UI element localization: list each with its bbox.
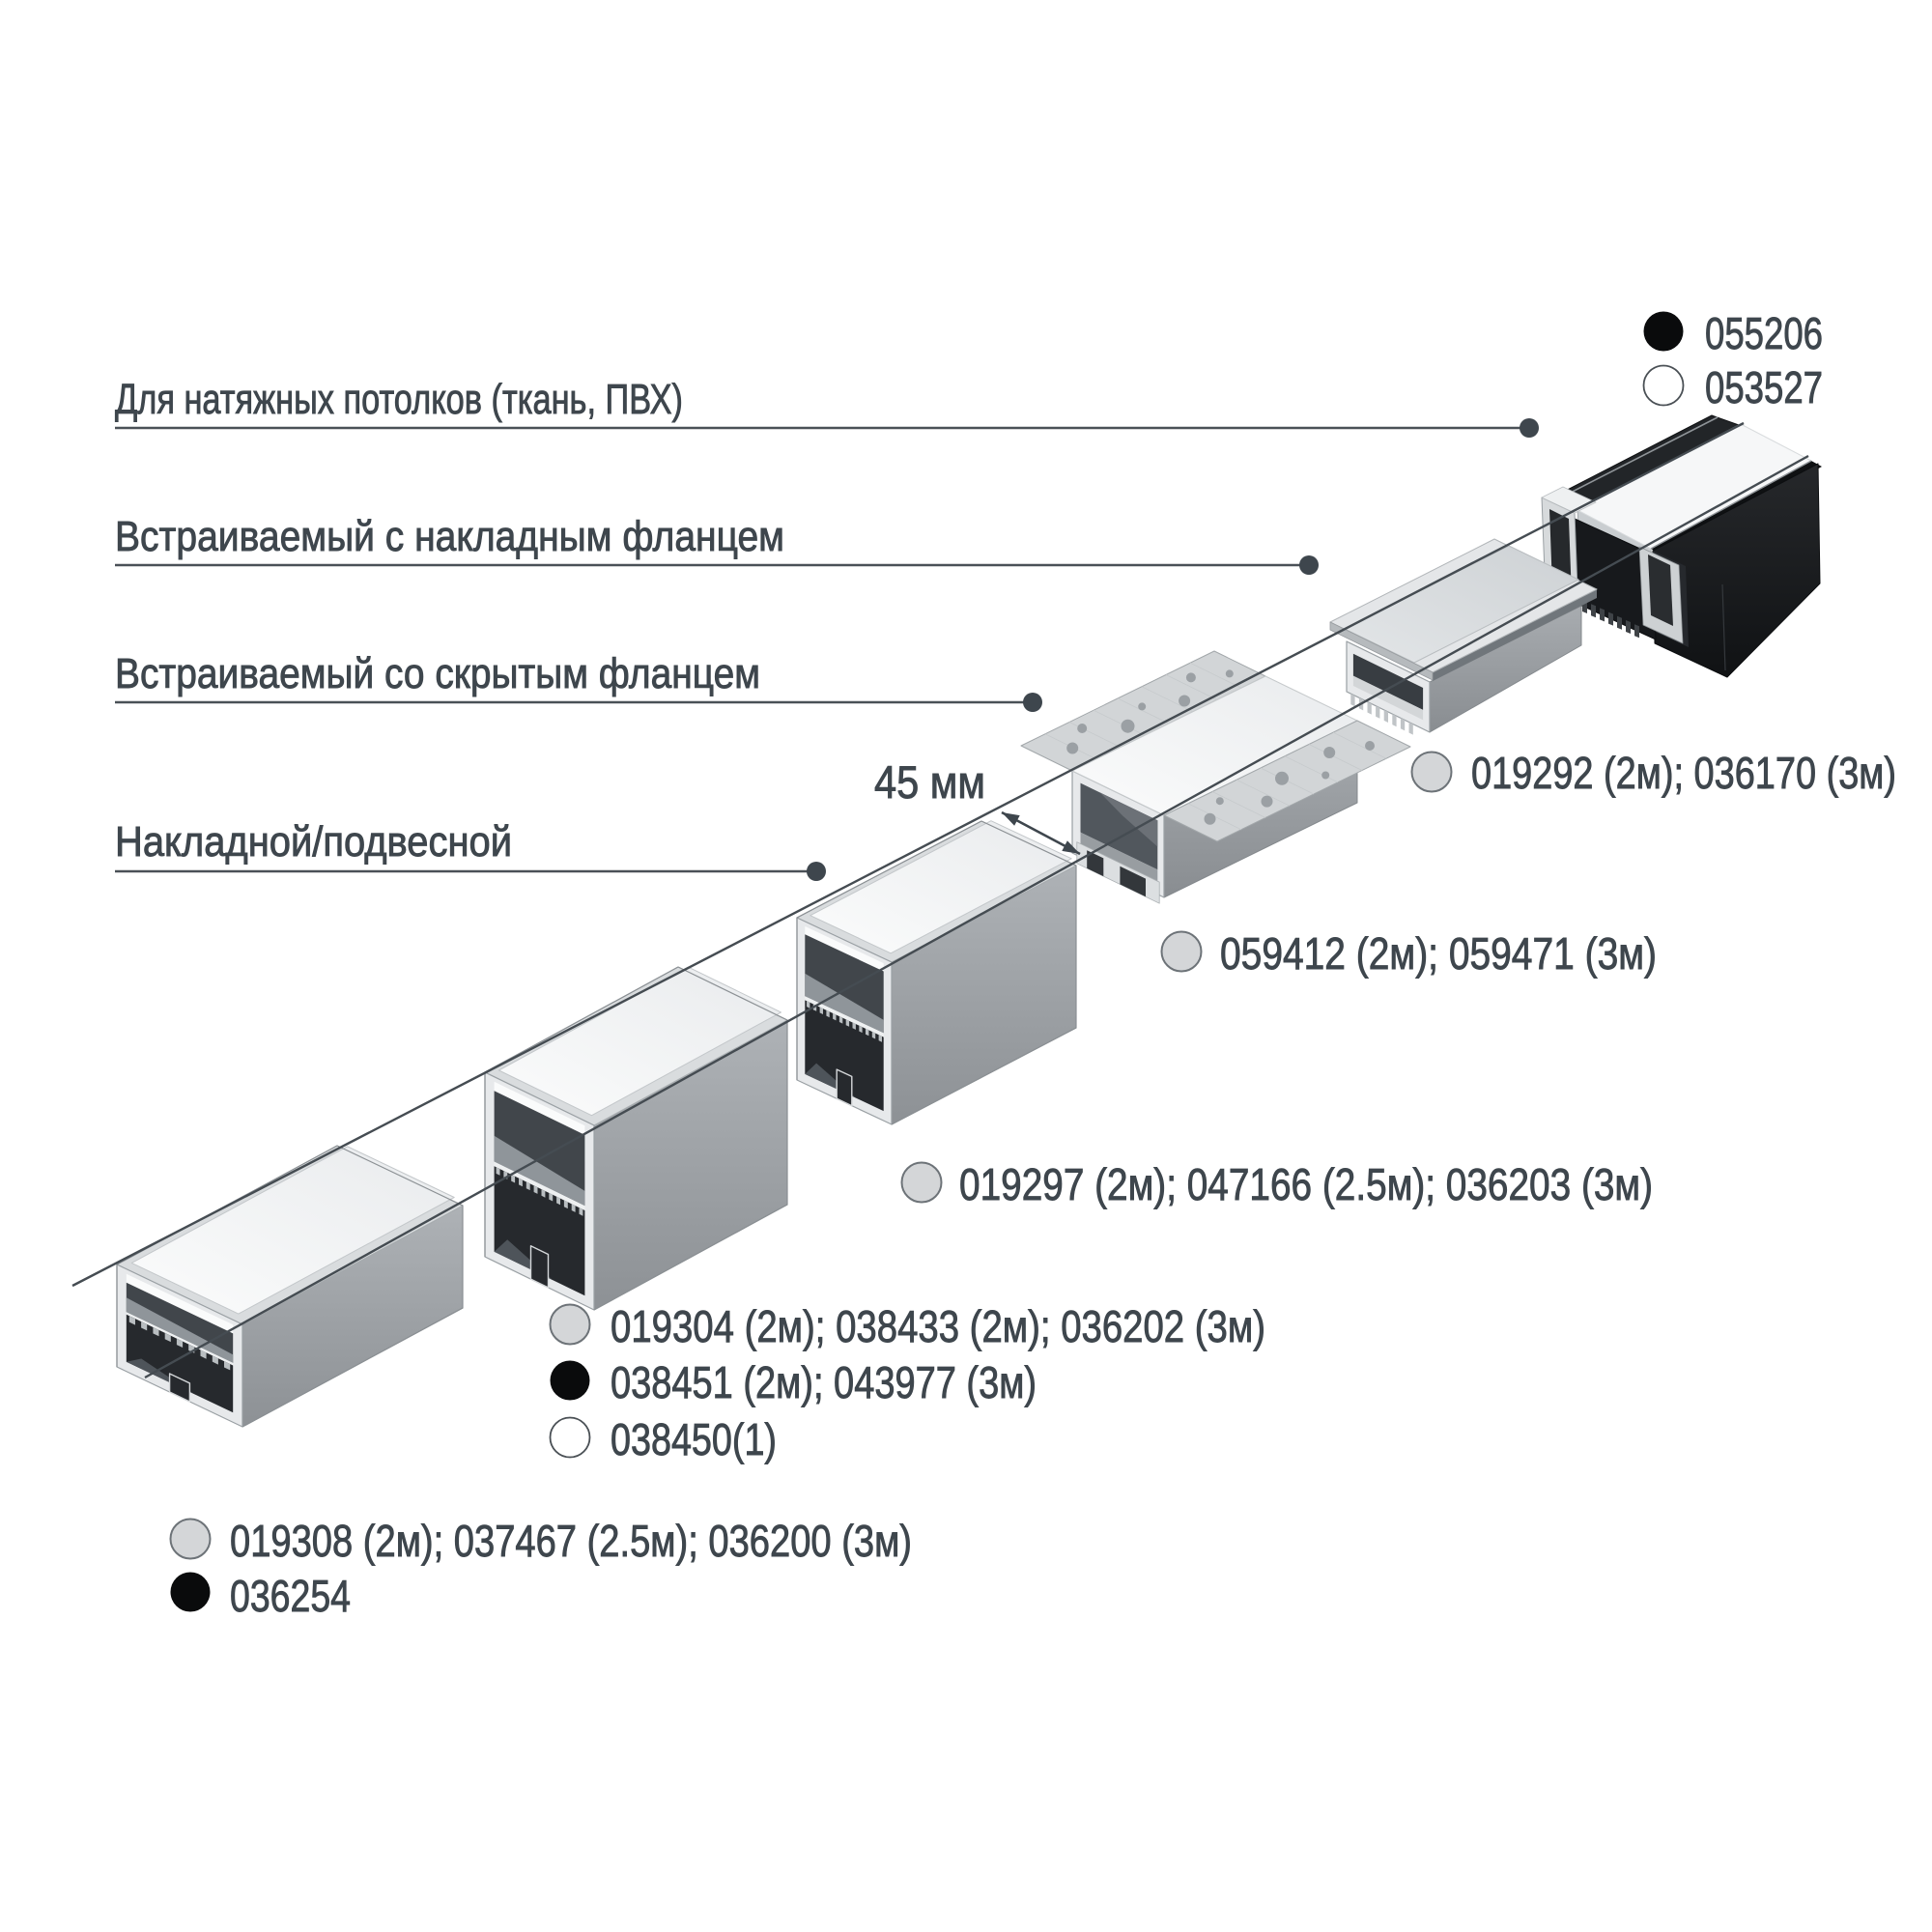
svg-text:019292 (2м); 036170 (3м): 019292 (2м); 036170 (3м): [1471, 748, 1896, 798]
svg-text:Встраиваемый с накладным фланц: Встраиваемый с накладным фланцем: [115, 513, 784, 560]
svg-text:059412 (2м); 059471 (3м): 059412 (2м); 059471 (3м): [1220, 928, 1657, 979]
svg-text:038451 (2м); 043977 (3м): 038451 (2м); 043977 (3м): [611, 1357, 1037, 1407]
svg-text:055206: 055206: [1705, 308, 1823, 358]
svg-text:019297 (2м); 047166 (2.5м); 03: 019297 (2м); 047166 (2.5м); 036203 (3м): [959, 1159, 1653, 1209]
svg-text:036254: 036254: [230, 1571, 351, 1621]
svg-text:038450(1): 038450(1): [611, 1414, 777, 1464]
svg-text:053527: 053527: [1705, 362, 1823, 412]
svg-text:019304 (2м); 038433 (2м); 0362: 019304 (2м); 038433 (2м); 036202 (3м): [611, 1301, 1265, 1351]
svg-text:Для натяжных потолков (ткань,: Для натяжных потолков (ткань, ПВХ): [115, 376, 683, 423]
svg-text:45 мм: 45 мм: [874, 756, 985, 808]
svg-text:019308 (2м); 037467 (2.5м); 03: 019308 (2м); 037467 (2.5м); 036200 (3м): [230, 1516, 912, 1566]
svg-text:Встраиваемый со скрытым фланце: Встраиваемый со скрытым фланцем: [115, 650, 760, 697]
svg-text:Накладной/подвесной: Накладной/подвесной: [115, 818, 512, 866]
